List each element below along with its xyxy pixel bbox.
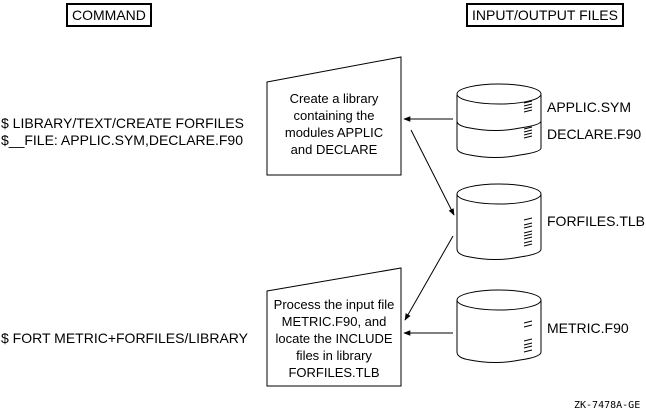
file-label-metric: METRIC.F90: [547, 320, 629, 336]
disk-icon-metric: [456, 289, 542, 363]
process-line: Create a library: [289, 91, 379, 106]
process-line: locate the INCLUDE: [275, 331, 393, 346]
process-text-create-library: Create a library containing the modules …: [270, 90, 398, 158]
arrow-create-to-forfiles: [410, 129, 455, 216]
files-column-header: INPUT/OUTPUT FILES: [466, 3, 624, 27]
file-label-forfiles: FORFILES.TLB: [547, 213, 646, 229]
process-box-compile: [266, 267, 402, 387]
process-line: modules APPLIC: [284, 125, 384, 140]
command-file-prompt: $__FILE: APPLIC.SYM,DECLARE.F90: [1, 132, 243, 148]
command-column-header: COMMAND: [66, 3, 152, 27]
arrow-forfiles-to-compile: [404, 235, 454, 321]
process-box-create-library: [266, 56, 402, 176]
file-label-applic: APPLIC.SYM: [547, 99, 632, 115]
command-library-create: $ LIBRARY/TEXT/CREATE FORFILES: [1, 115, 244, 131]
process-text-compile: Process the input file METRIC.F90, and l…: [266, 296, 402, 381]
process-line: containing the: [293, 108, 375, 123]
process-line: FORFILES.TLB: [288, 365, 380, 380]
file-label-declare: DECLARE.F90: [547, 126, 642, 142]
disk-icon-forfiles: [456, 183, 542, 260]
process-line: files in library: [296, 348, 372, 363]
process-line: and DECLARE: [290, 142, 378, 157]
process-line: METRIC.F90, and: [281, 314, 387, 329]
figure-code: ZK-7478A-GE: [574, 400, 641, 411]
process-line: Process the input file: [273, 297, 395, 312]
disk-icon-applic-declare: [456, 83, 542, 158]
command-fort: $ FORT METRIC+FORFILES/LIBRARY: [1, 330, 249, 346]
